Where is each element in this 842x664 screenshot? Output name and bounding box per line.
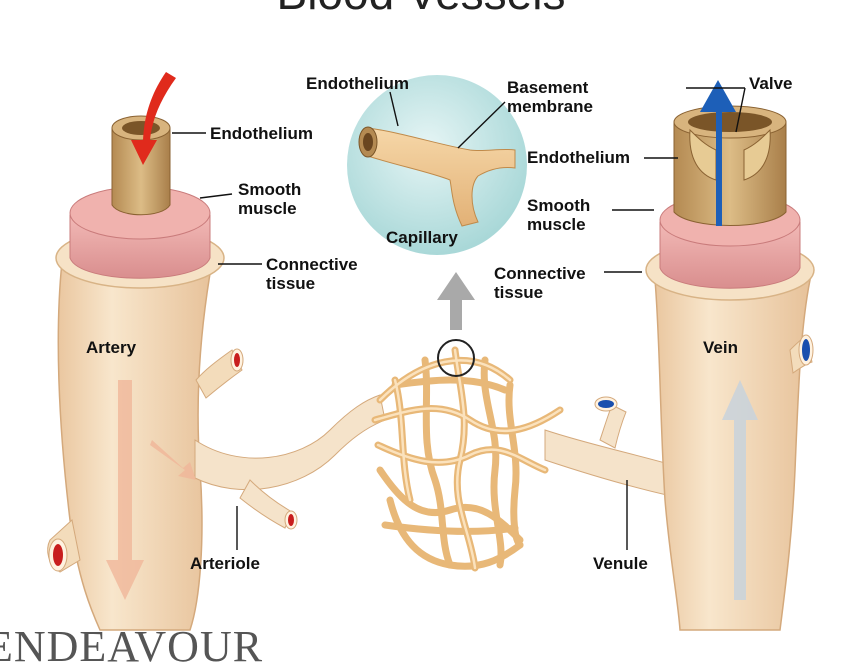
artery-lower-branch-blood: [53, 544, 63, 566]
capillary-detail-lumen: [363, 133, 373, 151]
vein-label: Vein: [703, 338, 738, 357]
vein-smooth-muscle-label: Smooth muscle: [527, 196, 590, 234]
artery-smooth-muscle-label: Smooth muscle: [238, 180, 301, 218]
capillary-endothelium-label: Endothelium: [306, 74, 409, 93]
arteriole-vessel: [195, 395, 385, 490]
artery-connective-tissue-label: Connective tissue: [266, 255, 358, 293]
artery-lumen: [122, 121, 160, 135]
venule-side-branch: [600, 405, 626, 448]
vein-connective-trunk: [655, 280, 810, 630]
zoom-arrow: [437, 272, 475, 330]
vein-connective-tissue-label: Connective tissue: [494, 264, 586, 302]
venule-label: Venule: [593, 554, 648, 573]
capillary-label: Capillary: [386, 228, 458, 247]
arteriole-branch-blood: [288, 514, 294, 526]
artery: [48, 72, 243, 630]
basement-membrane-label: Basement membrane: [507, 78, 593, 116]
vein-branch-blood: [802, 339, 810, 361]
arteriole-label: Arteriole: [190, 554, 260, 573]
artery-upper-branch-blood: [234, 353, 240, 367]
vein-lumen: [688, 112, 772, 132]
brand-logo-text: ENDEAVOUR: [0, 622, 263, 664]
vein-endothelium-label: Endothelium: [527, 148, 630, 167]
venule-branch-blood: [598, 400, 614, 408]
artery-endothelium-label: Endothelium: [210, 124, 313, 143]
artery-label: Artery: [86, 338, 136, 357]
vein-valve-label: Valve: [749, 74, 793, 93]
